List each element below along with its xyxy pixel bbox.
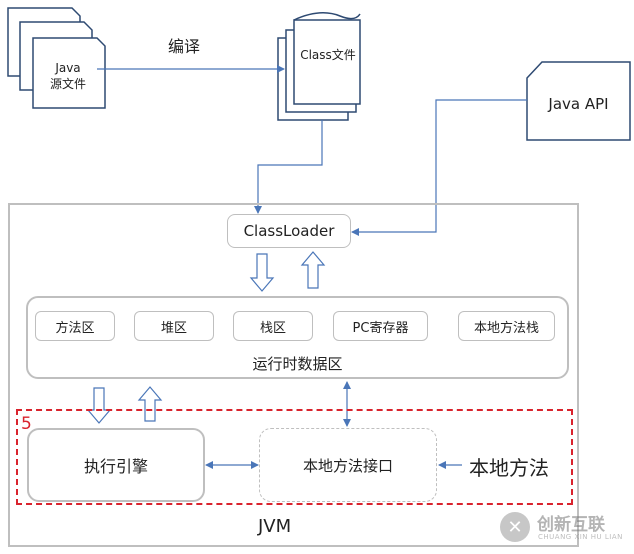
class-loader-label: ClassLoader xyxy=(243,222,335,240)
class-file-label: Class文件 xyxy=(300,48,356,62)
source-file-stack xyxy=(7,7,106,109)
watermark-text: 创新互联 xyxy=(537,515,605,535)
runtime-item-method-area: 方法区 xyxy=(35,311,115,341)
runtime-item-label: 栈区 xyxy=(259,320,286,336)
source-file-label-line1: Java xyxy=(55,61,81,75)
runtime-item-label: 本地方法栈 xyxy=(473,320,539,336)
runtime-item-stack: 栈区 xyxy=(233,311,313,341)
runtime-item-label: PC寄存器 xyxy=(352,320,409,336)
execution-engine-box: 执行引擎 xyxy=(27,428,205,502)
native-methods-label: 本地方法 xyxy=(469,456,549,480)
source-file-label: Java 源文件 xyxy=(38,60,98,92)
jvm-label: JVM xyxy=(258,516,292,537)
source-file-label-line2: 源文件 xyxy=(49,77,86,91)
compile-label: 编译 xyxy=(168,37,201,56)
native-interface-box: 本地方法接口 xyxy=(259,428,437,502)
loader-down-block-arrow xyxy=(249,253,275,292)
java-api-label: Java API xyxy=(548,95,609,113)
execution-engine-label: 执行引擎 xyxy=(83,457,148,476)
watermark: ✕ 创新互联 CHUANG XIN HU LIAN xyxy=(500,508,630,546)
runtime-item-pc-register: PC寄存器 xyxy=(333,311,428,341)
java-api-doc xyxy=(526,61,631,141)
runtime-item-heap: 堆区 xyxy=(134,311,214,341)
runtime-item-native-stack: 本地方法栈 xyxy=(458,311,555,341)
runtime-item-label: 堆区 xyxy=(160,320,187,336)
api-to-loader-arrow xyxy=(351,99,527,236)
runtime-item-label: 方法区 xyxy=(55,320,95,336)
native-interface-label: 本地方法接口 xyxy=(302,456,393,475)
highlight-region xyxy=(16,409,573,505)
jvm-container xyxy=(8,203,579,547)
watermark-subtext: CHUANG XIN HU LIAN xyxy=(538,533,623,541)
watermark-logo-icon: ✕ xyxy=(500,512,530,542)
engine-up-block-arrow xyxy=(137,386,163,422)
runtime-area-label: 运行时数据区 xyxy=(252,355,343,373)
class-file-stack xyxy=(277,12,361,121)
class-loader-box: ClassLoader xyxy=(227,214,351,248)
class-to-loader-arrow xyxy=(254,120,323,214)
loader-up-block-arrow xyxy=(300,251,326,289)
highlight-marker: 5 xyxy=(21,414,32,434)
